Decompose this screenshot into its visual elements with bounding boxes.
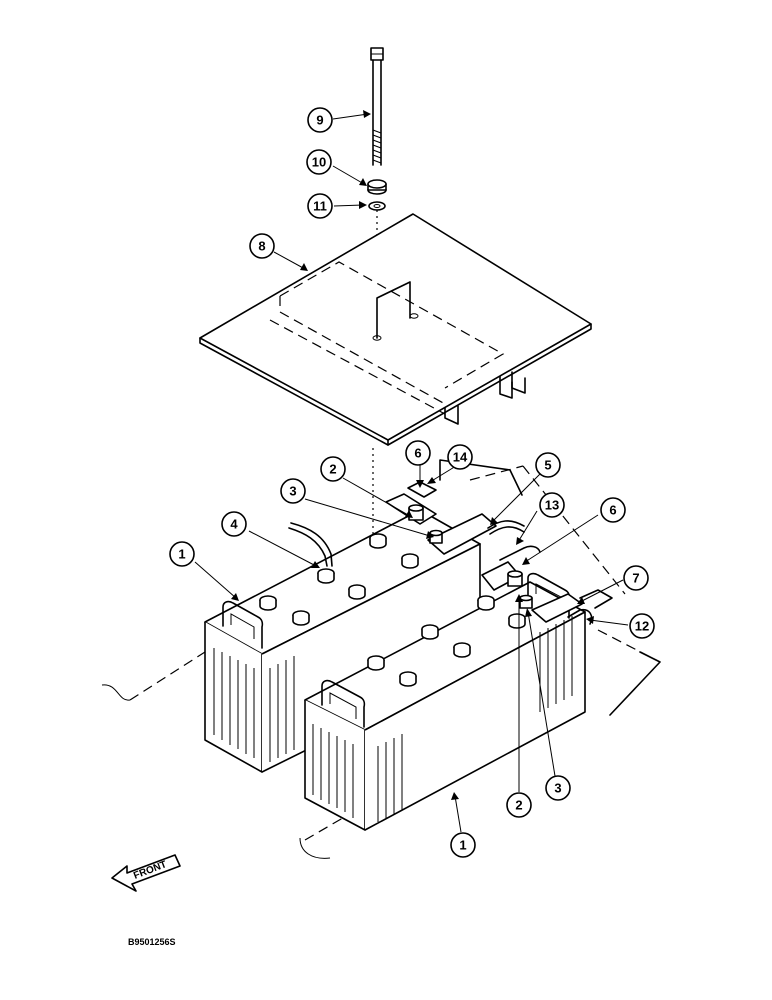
svg-text:12: 12 bbox=[635, 619, 649, 634]
svg-text:2: 2 bbox=[515, 798, 522, 813]
callout-6: 6 bbox=[405, 440, 431, 466]
callout-3: 3 bbox=[545, 775, 571, 801]
front-arrow-icon: FRONT bbox=[111, 854, 181, 892]
svg-text:FRONT: FRONT bbox=[132, 859, 168, 882]
svg-text:6: 6 bbox=[414, 446, 421, 461]
callout-1: 1 bbox=[169, 541, 195, 567]
callout-14: 14 bbox=[447, 444, 473, 470]
svg-text:11: 11 bbox=[313, 199, 327, 214]
callout-7: 7 bbox=[623, 565, 649, 591]
front-battery bbox=[304, 572, 586, 831]
callout-10: 10 bbox=[306, 149, 332, 175]
svg-text:8: 8 bbox=[258, 239, 265, 254]
callout-8: 8 bbox=[249, 233, 275, 259]
svg-text:3: 3 bbox=[289, 484, 296, 499]
svg-text:3: 3 bbox=[554, 781, 561, 796]
svg-text:5: 5 bbox=[544, 458, 551, 473]
washer bbox=[367, 179, 387, 195]
front-battery-caps bbox=[367, 595, 526, 687]
callout-2: 2 bbox=[506, 792, 532, 818]
callout-13: 13 bbox=[539, 492, 565, 518]
svg-text:1: 1 bbox=[459, 838, 466, 853]
svg-text:10: 10 bbox=[312, 155, 326, 170]
callout-9: 9 bbox=[307, 107, 333, 133]
svg-text:6: 6 bbox=[609, 503, 616, 518]
svg-text:9: 9 bbox=[316, 113, 323, 128]
callout-6: 6 bbox=[600, 497, 626, 523]
figure-reference-code: B9501256S bbox=[128, 937, 176, 947]
svg-text:13: 13 bbox=[545, 498, 559, 513]
rear-battery-caps bbox=[259, 533, 419, 626]
battery-cover-plate bbox=[199, 213, 592, 446]
callout-4: 4 bbox=[221, 511, 247, 537]
svg-text:2: 2 bbox=[329, 462, 336, 477]
callout-2: 2 bbox=[320, 456, 346, 482]
svg-text:14: 14 bbox=[453, 450, 468, 465]
leader-lines bbox=[194, 110, 629, 833]
svg-text:4: 4 bbox=[230, 517, 238, 532]
callout-1: 1 bbox=[450, 832, 476, 858]
callout-3: 3 bbox=[280, 478, 306, 504]
hold-down-bolt bbox=[370, 47, 384, 166]
callout-5: 5 bbox=[535, 452, 561, 478]
nut bbox=[368, 201, 386, 211]
svg-text:7: 7 bbox=[632, 571, 639, 586]
callout-11: 11 bbox=[307, 193, 333, 219]
svg-text:1: 1 bbox=[178, 547, 185, 562]
vent-tube bbox=[288, 522, 333, 567]
callout-12: 12 bbox=[629, 613, 655, 639]
